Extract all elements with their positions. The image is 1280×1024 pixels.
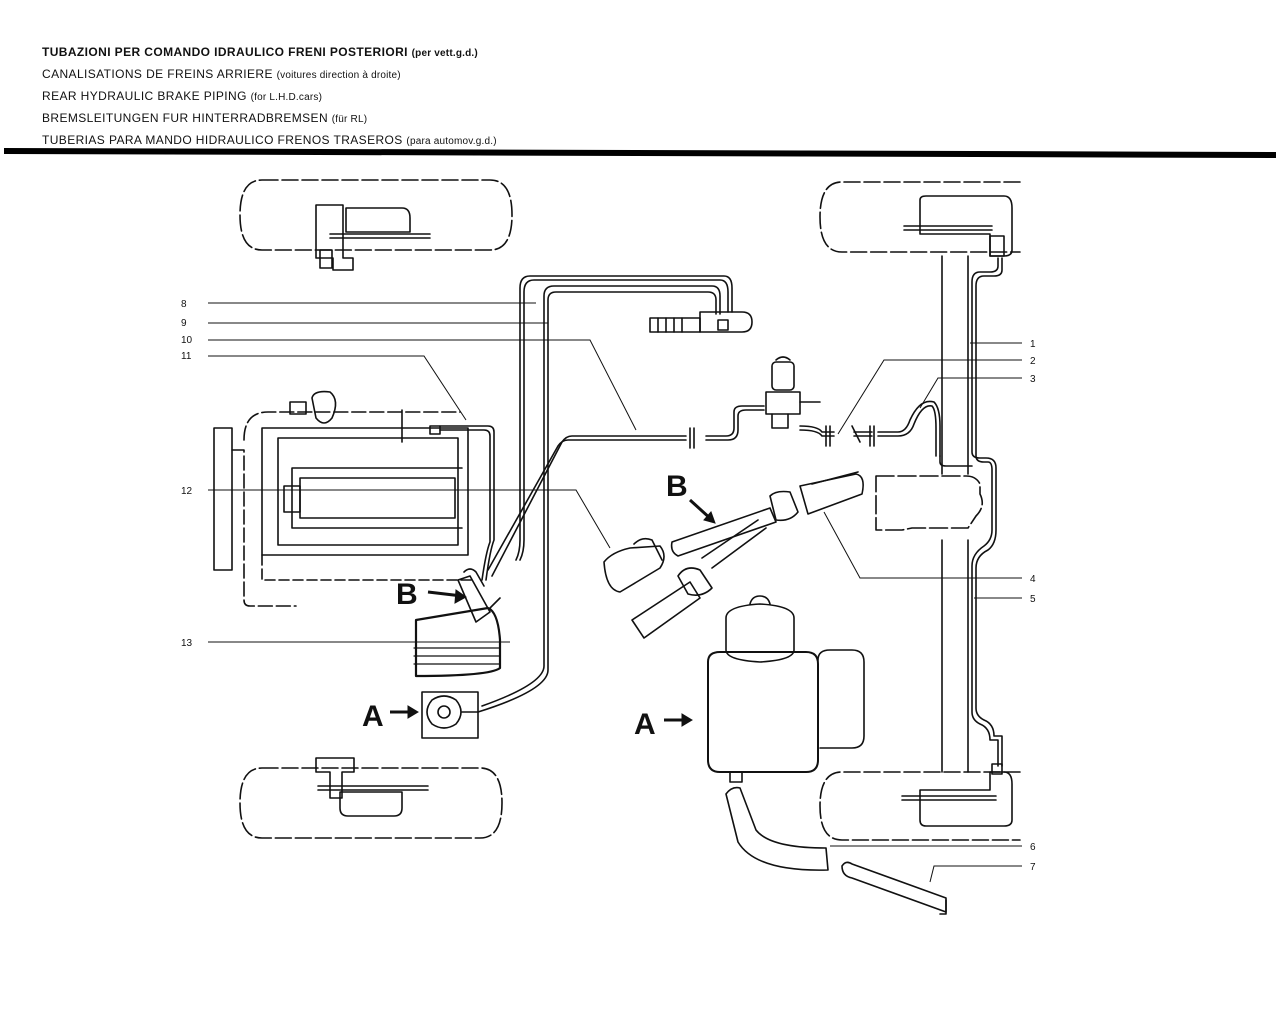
pipe-clip-1 bbox=[689, 427, 695, 449]
title-italian-main: TUBAZIONI PER COMANDO IDRAULICO FRENI PO… bbox=[42, 45, 408, 59]
brake-assembly-rear-left bbox=[315, 757, 429, 817]
wheel-right-top bbox=[819, 181, 1021, 253]
leader-4 bbox=[823, 511, 1022, 579]
detail-label-b-left: B bbox=[396, 578, 418, 611]
callout-7: 7 bbox=[1030, 862, 1036, 873]
callout-1: 1 bbox=[1030, 339, 1036, 350]
brake-pipe-a bbox=[477, 291, 717, 713]
callout-9: 9 bbox=[181, 318, 187, 329]
callout-12: 12 bbox=[181, 486, 193, 497]
master-cylinder bbox=[649, 311, 753, 333]
detail-label-a-right: A bbox=[634, 708, 656, 741]
wheel-right-bottom bbox=[819, 771, 1021, 841]
callout-4: 4 bbox=[1030, 574, 1036, 585]
title-spanish: TUBERIAS PARA MANDO HIDRAULICO FRENOS TR… bbox=[42, 130, 497, 152]
brake-drum-right-top bbox=[903, 195, 1013, 257]
callout-6: 6 bbox=[1030, 842, 1036, 853]
wheel-rear-left bbox=[239, 767, 503, 839]
pressure-regulator-valve bbox=[765, 356, 821, 429]
leader-2 bbox=[837, 359, 1022, 435]
leader-10 bbox=[208, 339, 637, 431]
detail-label-a-left: A bbox=[362, 700, 384, 733]
title-german: BREMSLEITUNGEN FUR HINTERRADBREMSEN (für… bbox=[42, 108, 497, 130]
header-rule bbox=[3, 148, 1277, 158]
pipe-item-7 bbox=[841, 861, 947, 913]
callout-13: 13 bbox=[181, 638, 193, 649]
brake-drum-right-bottom bbox=[901, 763, 1013, 827]
hose-item-6 bbox=[725, 786, 829, 871]
title-english: REAR HYDRAULIC BRAKE PIPING (for L.H.D.c… bbox=[42, 86, 497, 108]
brake-pipe-d-outer bbox=[439, 429, 491, 581]
propeller-shaft bbox=[603, 471, 864, 639]
brake-pipe-b bbox=[515, 275, 733, 561]
brake-assembly-front-left bbox=[315, 204, 431, 271]
rear-brake-line-right bbox=[971, 257, 1003, 767]
brake-servo bbox=[413, 568, 502, 678]
title-italian-note: (per vett.g.d.) bbox=[411, 48, 478, 59]
brake-pipe-b-outer bbox=[519, 279, 729, 561]
detail-a-fitting bbox=[421, 691, 479, 739]
callout-11: 11 bbox=[181, 351, 192, 362]
brake-pipe-e bbox=[799, 400, 941, 457]
title-french-note: (voitures direction à droite) bbox=[276, 70, 401, 81]
callout-10: 10 bbox=[181, 335, 193, 346]
engine-top-fitting bbox=[289, 390, 337, 424]
title-spanish-main: TUBERIAS PARA MANDO HIDRAULICO FRENOS TR… bbox=[42, 133, 403, 147]
callout-3: 3 bbox=[1030, 374, 1036, 385]
rear-brake-line-right-outer bbox=[971, 257, 1003, 767]
title-french: CANALISATIONS DE FREINS ARRIERE (voiture… bbox=[42, 64, 497, 86]
leader-3 bbox=[919, 377, 1022, 409]
callout-8: 8 bbox=[181, 299, 187, 310]
rear-axle-tube bbox=[941, 255, 969, 773]
rear-tee-fitting bbox=[939, 455, 973, 467]
brake-pipe-c-outer bbox=[487, 409, 765, 571]
title-german-main: BREMSLEITUNGEN FUR HINTERRADBREMSEN bbox=[42, 111, 329, 125]
rear-differential bbox=[875, 475, 984, 531]
callout-2: 2 bbox=[1030, 356, 1036, 367]
title-german-note: (für RL) bbox=[331, 114, 368, 125]
pipe-clip-2 bbox=[825, 425, 831, 447]
fluid-reservoir bbox=[707, 595, 865, 783]
brake-pipe-d bbox=[439, 425, 495, 581]
leader-11 bbox=[208, 355, 467, 421]
detail-arrows bbox=[390, 498, 716, 727]
title-spanish-note: (para automov.g.d.) bbox=[406, 136, 497, 147]
brake-pipe-a-outer bbox=[481, 285, 721, 707]
title-italian: TUBAZIONI PER COMANDO IDRAULICO FRENI PO… bbox=[42, 42, 497, 64]
detail-label-b-right: B bbox=[666, 470, 688, 503]
pipe-item-7-end bbox=[939, 899, 947, 915]
title-block: TUBAZIONI PER COMANDO IDRAULICO FRENI PO… bbox=[42, 42, 497, 152]
title-french-main: CANALISATIONS DE FREINS ARRIERE bbox=[42, 67, 273, 81]
leader-12 bbox=[208, 489, 611, 549]
pipe-union bbox=[851, 425, 875, 447]
title-english-note: (for L.H.D.cars) bbox=[250, 92, 323, 103]
wheel-front-left bbox=[239, 179, 513, 251]
title-english-main: REAR HYDRAULIC BRAKE PIPING bbox=[42, 89, 247, 103]
leader-lines bbox=[208, 302, 1022, 883]
engine-block bbox=[213, 411, 476, 607]
leader-7 bbox=[929, 865, 1022, 883]
callout-5: 5 bbox=[1030, 594, 1036, 605]
